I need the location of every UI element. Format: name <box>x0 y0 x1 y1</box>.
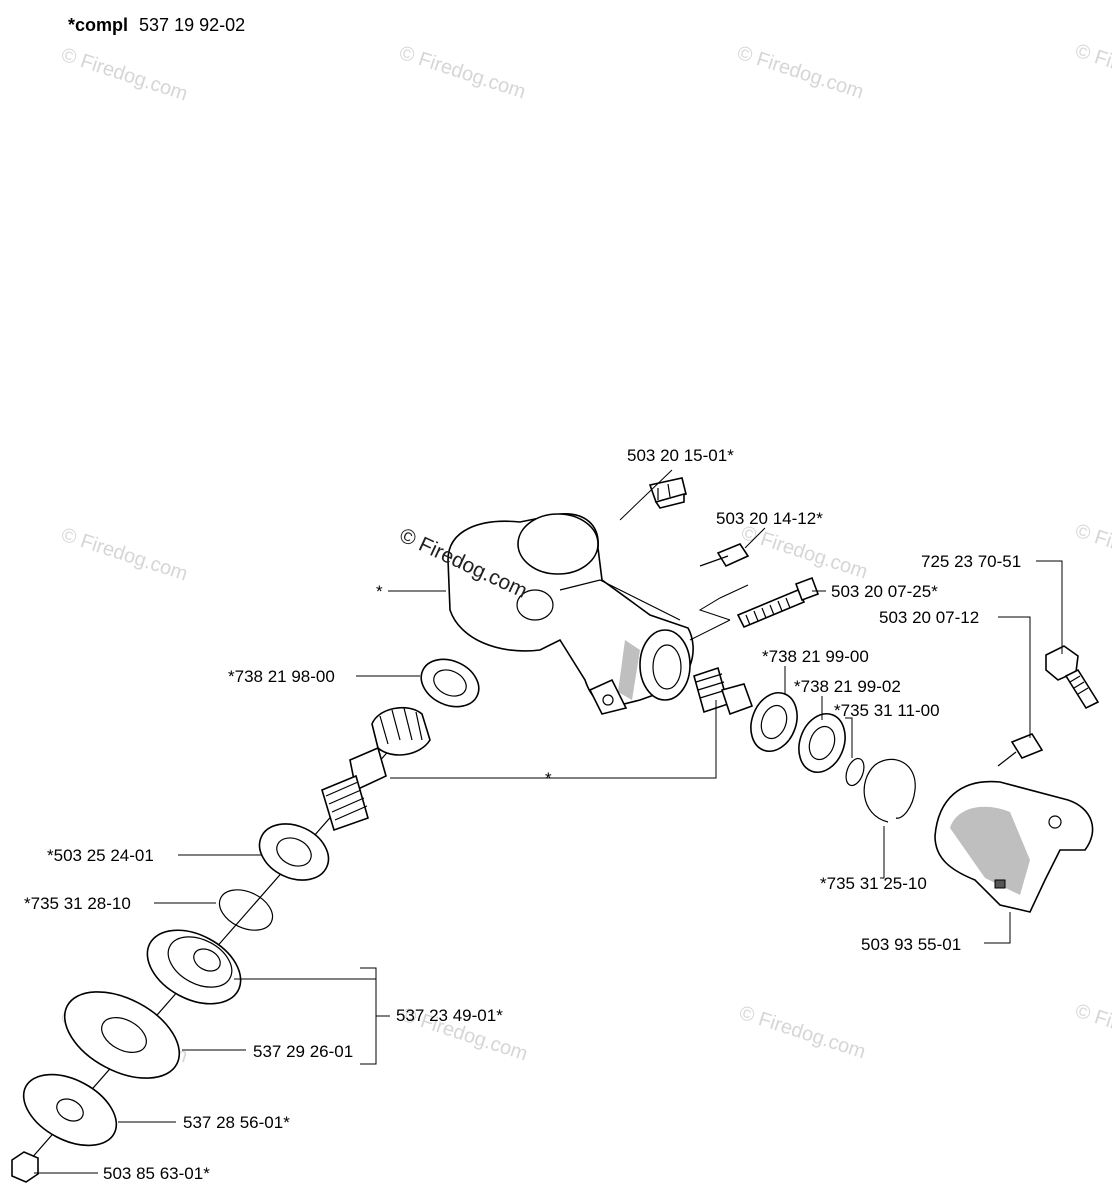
part-label: 503 85 63-01* <box>103 1164 210 1183</box>
watermark: © Firedog.com <box>58 524 190 586</box>
part-label: *738 21 98-00 <box>228 667 335 686</box>
watermark: © Firedog.com <box>58 44 190 106</box>
part-labels: 503 20 15-01* 503 20 14-12* 725 23 70-51… <box>24 446 1021 1183</box>
washer-large <box>63 991 181 1079</box>
part-label: *738 21 99-02 <box>794 677 901 696</box>
part-label: 537 23 49-01* <box>396 1006 503 1025</box>
long-screw <box>736 576 820 629</box>
bearing-503-25-24-01 <box>258 823 330 881</box>
part-label: *503 25 24-01 <box>47 846 154 865</box>
exploded-drawing <box>11 477 1100 1183</box>
leader-lines <box>34 469 1063 1174</box>
output-shaft-gear <box>321 706 431 832</box>
pinion-gear <box>693 666 754 716</box>
part-label: 725 23 70-51 <box>921 552 1021 571</box>
bearing-738-21-99-00 <box>750 692 798 752</box>
retaining-ring-small <box>845 757 865 787</box>
plug-screw <box>648 477 687 509</box>
retaining-ring-large <box>218 889 274 931</box>
part-label: * <box>376 582 383 601</box>
part-label: 503 20 14-12* <box>716 509 823 528</box>
assembly-number: 537 19 92-02 <box>139 15 245 35</box>
circlip <box>863 758 916 823</box>
watermark: © Firedog.com <box>736 1002 868 1064</box>
gear-housing <box>447 513 694 715</box>
cover-screw <box>997 733 1044 767</box>
support-cup <box>146 929 242 1005</box>
part-label: 503 20 15-01* <box>627 446 734 465</box>
assembly-header: *compl 537 19 92-02 <box>68 15 245 35</box>
part-label: *735 31 28-10 <box>24 894 131 913</box>
small-screw <box>699 543 750 568</box>
bearing-738-21-98-00 <box>420 658 480 708</box>
watermark: © Firedog.com <box>1072 520 1112 582</box>
part-label: 503 20 07-12 <box>879 608 979 627</box>
bearing-738-21-99-02 <box>798 713 846 773</box>
cover <box>934 780 1094 913</box>
nut <box>11 1151 39 1183</box>
watermark: © Firedog.com <box>734 42 866 104</box>
watermark: © Firedog.com <box>1072 40 1112 102</box>
part-label: *738 21 99-00 <box>762 647 869 666</box>
watermark: © Firedog.com <box>738 522 870 584</box>
hex-bolt <box>1045 645 1100 710</box>
part-label: * <box>545 769 552 788</box>
part-label: *735 31 25-10 <box>820 874 927 893</box>
part-label: 537 29 26-01 <box>253 1042 353 1061</box>
assembly-prefix: *compl <box>68 15 128 35</box>
watermark: © Firedog.com <box>396 42 528 104</box>
part-label: 537 28 56-01* <box>183 1113 290 1132</box>
part-label: 503 93 55-01 <box>861 935 961 954</box>
washer-small <box>22 1073 118 1147</box>
part-label: *735 31 11-00 <box>834 701 940 720</box>
watermark: © Firedog.com <box>1072 1000 1112 1062</box>
part-label: 503 20 07-25* <box>831 582 938 601</box>
